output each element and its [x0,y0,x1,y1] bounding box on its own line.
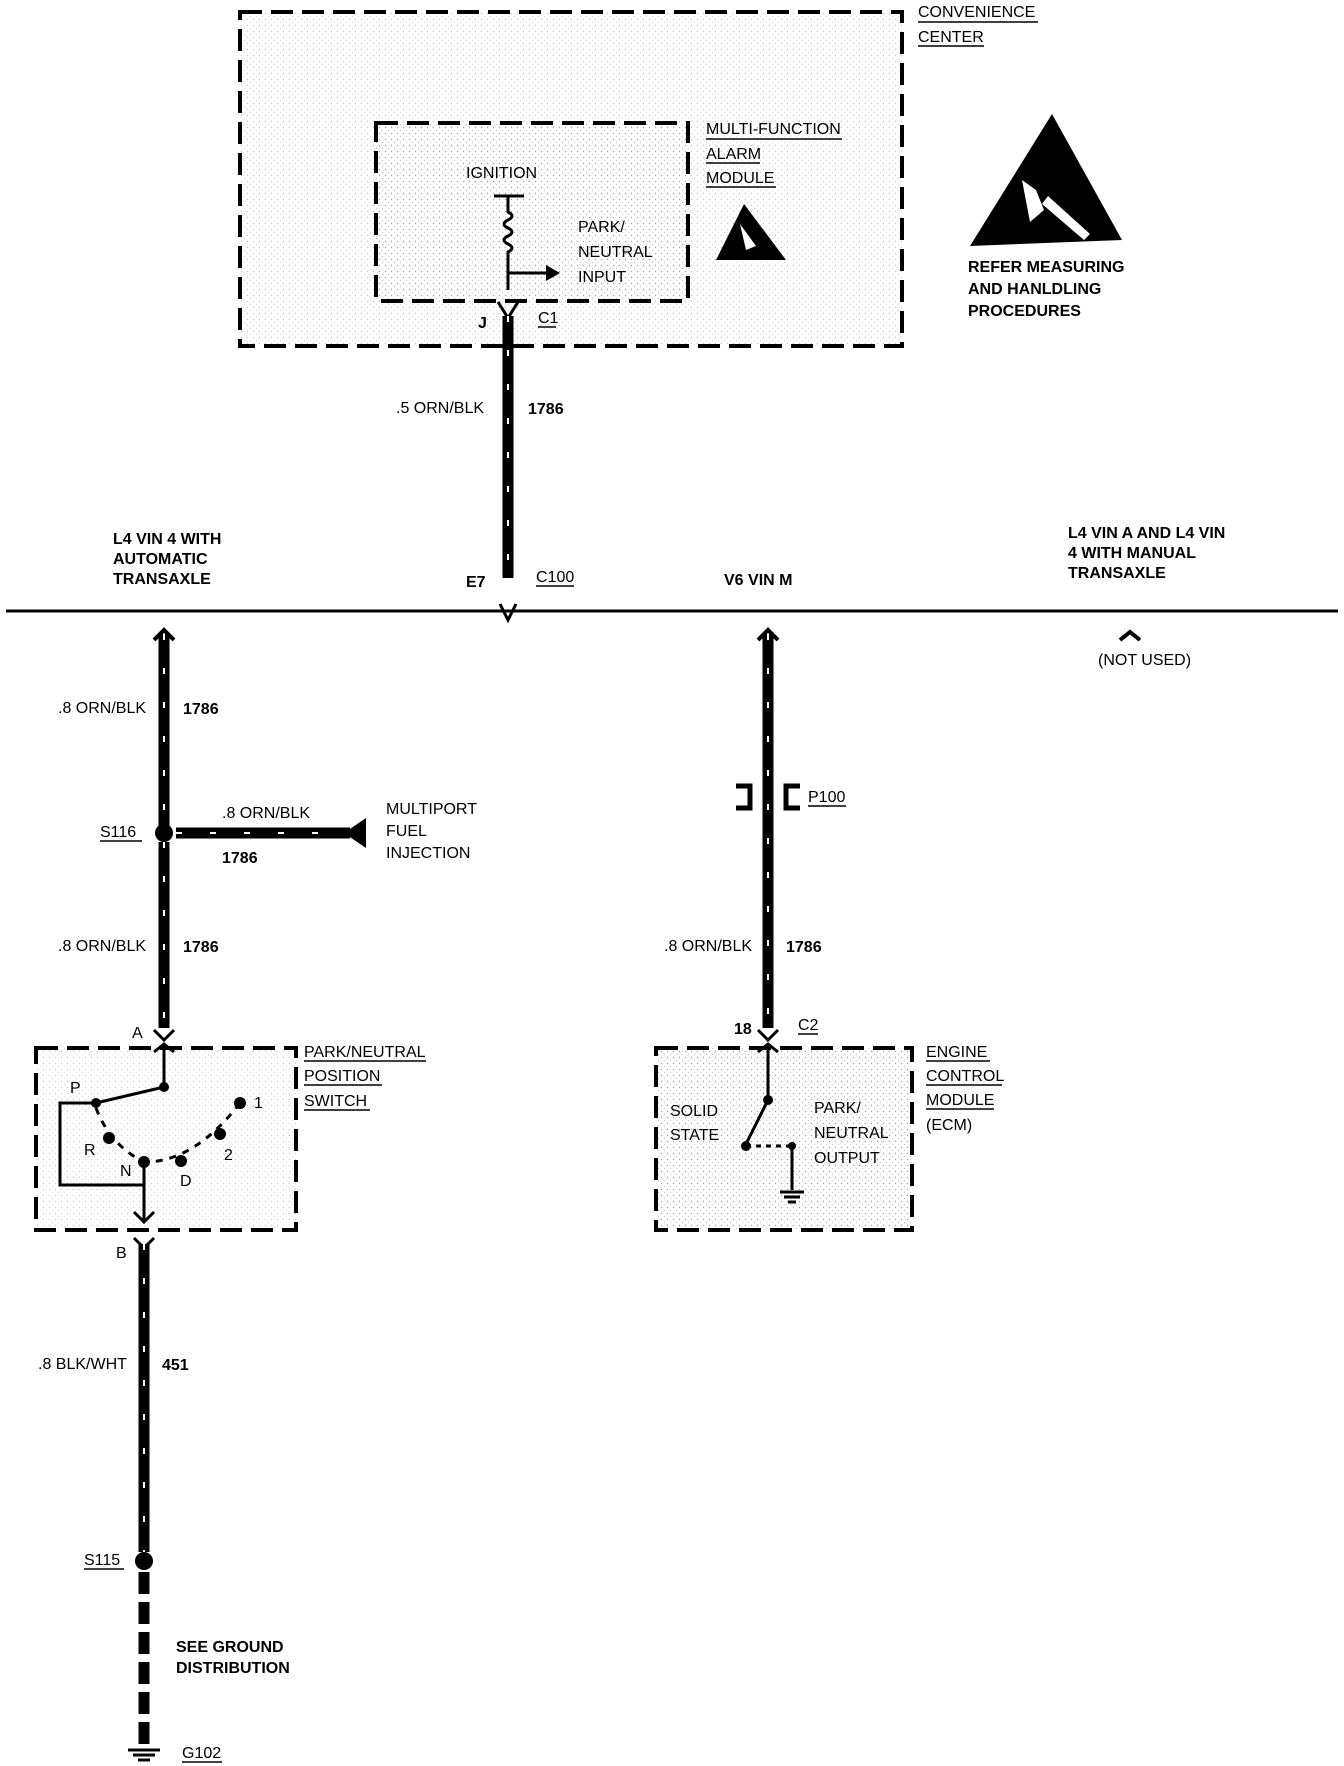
esd-note: REFER MEASURING [968,259,1124,276]
park-neutral-input-label-3: INPUT [578,269,626,286]
ecm-title: ENGINE [926,1044,987,1061]
bus-right-option: L4 VIN A AND L4 VIN [1068,525,1225,542]
switch-contact-arm [95,1085,165,1105]
splice-s115-label: S115 [84,1552,120,1569]
bus-middle-option: V6 VIN M [724,572,792,589]
position-d-contact [175,1155,187,1167]
pin-a: A [132,1025,143,1042]
esd-warning-icon [970,114,1122,246]
ground-note: SEE GROUND [176,1639,284,1656]
switch-title-3: SWITCH [304,1093,367,1110]
convenience-center-label: CONVENIENCE [918,4,1035,21]
alarm-module: MULTI-FUNCTION ALARM MODULE IGNITION PAR… [374,121,842,303]
switch-title: PARK/NEUTRAL [304,1044,426,1061]
pin-18: 18 [734,1021,752,1038]
wire-1786-branch-mfi [176,818,366,848]
pn-output-label: PARK/ [814,1100,861,1117]
position-2-contact [214,1128,226,1140]
bus-left-option-3: TRANSAXLE [113,571,211,588]
connector-c100: C100 [536,569,574,586]
alarm-module-label-2: ALARM [706,146,761,163]
esd-note-3: PROCEDURES [968,303,1081,320]
bus-right-option-3: TRANSAXLE [1068,565,1166,582]
splice-s116 [155,824,173,842]
connector-j: J [478,315,487,332]
left-lower-gauge: .8 ORN/BLK [58,938,146,955]
alarm-module-label-3: MODULE [706,170,774,187]
connector-c1: C1 [538,310,559,327]
solid-state-label: SOLID [670,1103,718,1120]
wire-top-gauge: .5 ORN/BLK [396,400,484,417]
park-neutral-input-label-2: NEUTRAL [578,244,653,261]
bus-right-option-2: 4 WITH MANUAL [1068,545,1196,562]
engine-control-module: SOLID STATE PARK/ NEUTRAL OUTPUT [654,1042,914,1232]
pn-output-label-3: OUTPUT [814,1150,880,1167]
mfi-label: MULTIPORT [386,801,477,818]
ecm-wire-gauge: .8 ORN/BLK [664,938,752,955]
splice-s116-label: S116 [100,824,136,841]
pn-output-label-2: NEUTRAL [814,1125,889,1142]
ground-wire-gauge: .8 BLK/WHT [38,1356,127,1373]
convenience-center-label-2: CENTER [918,29,984,46]
bus-left-option-2: AUTOMATIC [113,551,208,568]
mfi-label-2: FUEL [386,823,427,840]
left-upper-circuit: 1786 [183,701,219,718]
branch-gauge: .8 ORN/BLK [222,805,310,822]
esd-warning-small-icon [716,204,786,260]
mfi-label-3: INJECTION [386,845,470,862]
ecm-solid-state-switch [744,1099,770,1145]
park-neutral-input-label: PARK/ [578,219,625,236]
ecm-ground-icon [780,1190,804,1204]
ecm-title-3: MODULE [926,1092,994,1109]
esd-note-2: AND HANLDLING [968,281,1101,298]
position-r-contact [103,1132,115,1144]
ecm-title-4: (ECM) [926,1117,972,1134]
alarm-module-label: MULTI-FUNCTION [706,121,841,138]
ground-wire-circuit: 451 [162,1357,189,1374]
pull-up-resistor [502,196,514,290]
position-n-label: N [120,1163,132,1180]
ignition-label: IGNITION [466,165,537,182]
wire-top-circuit: 1786 [528,401,564,418]
position-1-label: 1 [254,1095,263,1112]
position-2-label: 2 [224,1147,233,1164]
position-d-label: D [180,1173,192,1190]
park-neutral-switch: P R N D 2 1 [34,1042,298,1232]
unused-terminal [1118,629,1142,642]
connector-p100-symbol [736,783,800,811]
splice-s115 [135,1552,153,1570]
solid-state-label-2: STATE [670,1127,719,1144]
ecm-title-2: CONTROL [926,1068,1004,1085]
branch-circuit: 1786 [222,850,258,867]
ground-g102: G102 [182,1745,221,1762]
mfi-connector-arrow [344,818,366,848]
position-p-label: P [70,1080,81,1097]
bus-left-option: L4 VIN 4 WITH [113,531,221,548]
ecm-wire-circuit: 1786 [786,939,822,956]
connector-p100: P100 [808,789,845,806]
connector-c2: C2 [798,1017,819,1034]
position-r-label: R [84,1142,96,1159]
left-lower-circuit: 1786 [183,939,219,956]
pin-e7: E7 [466,574,486,591]
ground-note-2: DISTRIBUTION [176,1660,290,1677]
ground-g102-icon [128,1748,160,1762]
left-upper-gauge: .8 ORN/BLK [58,700,146,717]
pin-b: B [116,1245,127,1262]
input-arrow-icon [546,265,560,281]
switch-title-2: POSITION [304,1068,380,1085]
position-1-contact [234,1097,246,1109]
not-used-label: (NOT USED) [1098,652,1191,669]
